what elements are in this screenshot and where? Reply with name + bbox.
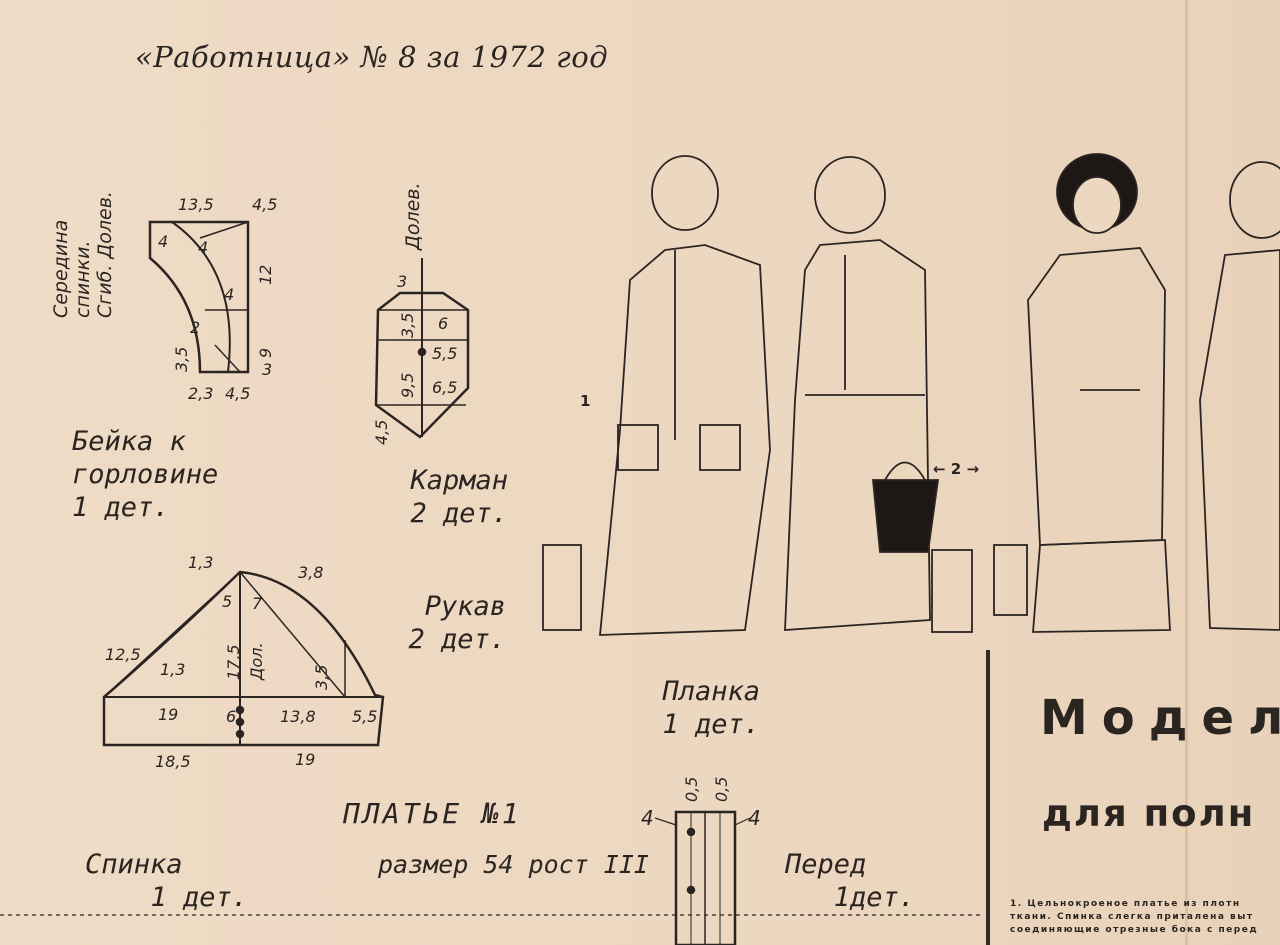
- neck-num-left: 3,5: [172, 346, 191, 372]
- pocket-num-d: 9,5: [398, 372, 417, 398]
- sleeve-num-6: 6: [226, 707, 237, 726]
- neck-num-d: 2: [190, 318, 201, 337]
- placket-num-a: 0,5: [682, 776, 701, 802]
- figure-number-1: 1: [580, 392, 591, 410]
- neck-num-tr: 4,5: [252, 195, 278, 214]
- neck-facing-shape: [148, 220, 250, 374]
- pocket-label: Карман 2 дет.: [410, 465, 508, 529]
- pocket-shape: [374, 291, 470, 439]
- sleeve-num-17-5: 17,5: [224, 644, 243, 680]
- neck-num-3: 3: [262, 360, 273, 379]
- figure-number-2: ← 2 →: [933, 460, 980, 478]
- page-fold: [1185, 0, 1188, 945]
- dress-title: ПЛАТЬЕ №1: [343, 797, 522, 830]
- sleeve-num-5-5: 5,5: [352, 707, 378, 726]
- article-body: 1. Цельнокроеное платье из плотн ткани. …: [1010, 899, 1259, 935]
- neck-num-9: 9: [256, 347, 275, 358]
- neck-num-a: 4: [158, 232, 169, 251]
- dress-size: размер 54 рост III: [378, 850, 649, 879]
- sleeve-num-12-5: 12,5: [105, 645, 141, 664]
- sleeve-num-5: 5: [222, 592, 233, 611]
- fashion-illustrations: [542, 153, 1280, 636]
- sleeve-num-19a: 19: [158, 705, 179, 724]
- neck-num-right: 12: [256, 264, 275, 285]
- neck-num-bl: 2,3: [188, 384, 214, 403]
- sleeve-shape: [102, 570, 385, 747]
- placket-num-l: 4: [641, 806, 654, 830]
- article-subtitle: для полн: [1042, 792, 1256, 835]
- article-title: Модел: [1040, 690, 1280, 746]
- placket-num-b: 0,5: [712, 776, 731, 802]
- neck-num-br: 4,5: [225, 384, 251, 403]
- neck-facing-label: Бейка к горловине 1 дет.: [72, 426, 219, 523]
- pocket-num-f: 4,5: [372, 419, 391, 445]
- sleeve-num-1-3b: 1,3: [160, 660, 186, 679]
- front-label: Перед 1дет.: [785, 849, 915, 913]
- pocket-num-top: 3: [397, 272, 408, 291]
- neck-num-c: 4: [224, 285, 235, 304]
- pocket-num-b: 6: [438, 314, 449, 333]
- pocket-num-c: 5,5: [432, 344, 458, 363]
- sleeve-num-18-5: 18,5: [155, 752, 191, 771]
- pocket-num-a: 3,5: [398, 312, 417, 338]
- neck-num-b: 4: [198, 238, 209, 257]
- placket-label: Планка 1 дет.: [662, 676, 760, 740]
- pocket-vertical-label: Долев.: [402, 182, 424, 250]
- pocket-num-e: 6,5: [432, 378, 458, 397]
- magazine-header: «Работница» № 8 за 1972 год: [135, 40, 609, 74]
- sleeve-num-19b: 19: [295, 750, 316, 769]
- column-divider: [986, 650, 990, 945]
- neck-num-top: 13,5: [178, 195, 214, 214]
- sleeve-num-3-8: 3,8: [298, 563, 324, 582]
- back-label: Спинка 1 дет.: [85, 849, 248, 913]
- sleeve-num-1-3a: 1,3: [188, 553, 214, 572]
- sleeve-num-13-8: 13,8: [280, 707, 316, 726]
- placket-num-r: 4: [748, 806, 761, 830]
- sleeve-label: Рукав 2 дет.: [408, 591, 506, 655]
- sleeve-num-3-5: 3,5: [312, 664, 331, 690]
- sleeve-num-7: 7: [252, 594, 263, 613]
- sleeve-num-dol: Дол.: [247, 642, 266, 680]
- neck-facing-vertical-label: Середина спинки. Сгиб. Долев.: [50, 191, 116, 318]
